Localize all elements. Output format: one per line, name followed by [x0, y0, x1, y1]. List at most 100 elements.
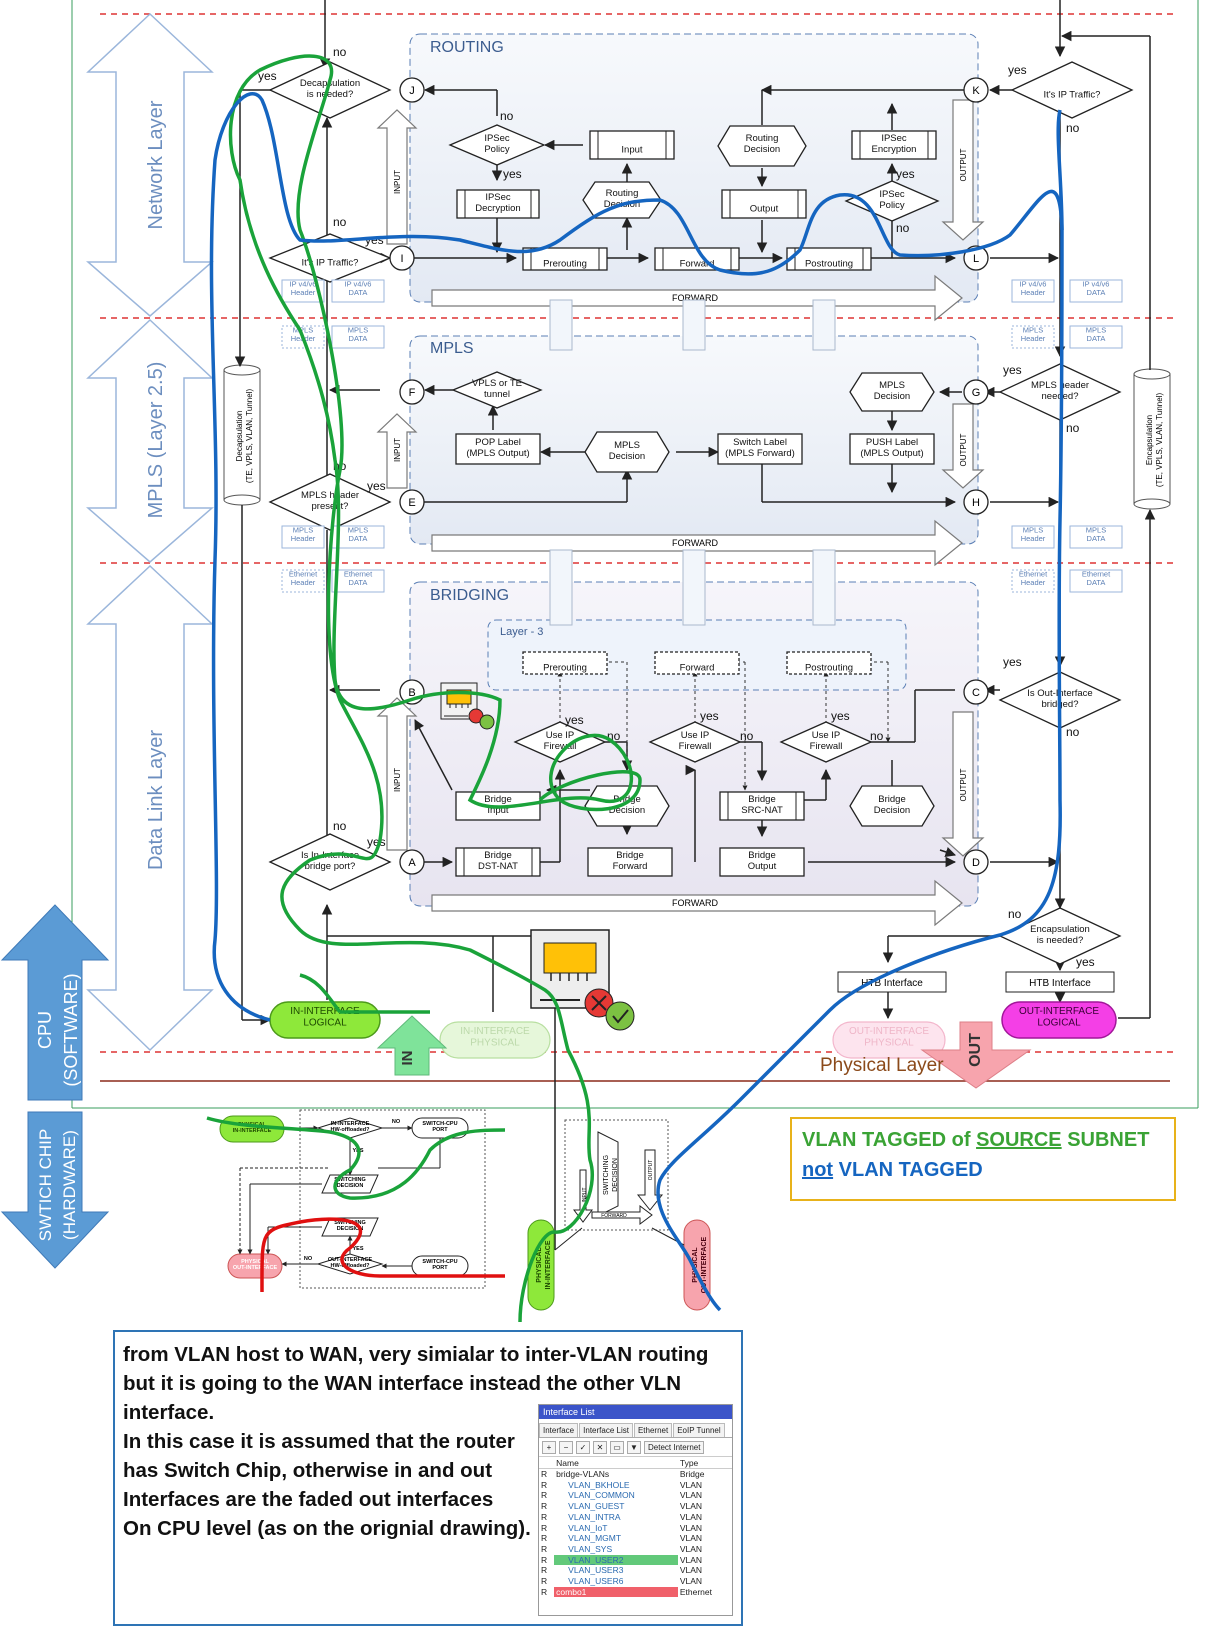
- add-icon[interactable]: +: [542, 1440, 556, 1454]
- enable-icon[interactable]: ✓: [576, 1440, 590, 1454]
- bridge-forward-bar: [431, 879, 963, 927]
- filter-icon[interactable]: ▼: [627, 1440, 641, 1454]
- big-forward-text: FORWARD: [601, 1213, 627, 1219]
- comment-icon[interactable]: ▭: [610, 1440, 624, 1454]
- row-flag: R: [541, 1479, 548, 1490]
- note-line-6: Interfaces are the faded out interfaces: [123, 1488, 494, 1511]
- note-line-2: but it is going to the WAN interface ins…: [123, 1372, 682, 1395]
- node-H-label: H: [972, 497, 980, 509]
- row-type: VLAN: [679, 1511, 703, 1522]
- input-box: [589, 130, 675, 160]
- row-name: combo1: [554, 1586, 678, 1598]
- output-text: Output: [750, 203, 779, 214]
- detect-internet-button[interactable]: Detect Internet: [644, 1440, 705, 1454]
- node-K-label: K: [972, 85, 980, 97]
- legend-line-green: VLAN TAGGED of SOURCE SUBNET: [802, 1125, 1164, 1155]
- vpls-te-diamond: [451, 371, 543, 409]
- node-D-label: D: [972, 857, 980, 869]
- mpls-output-text: OUTPUT: [959, 433, 968, 466]
- red-path: [260, 1217, 505, 1293]
- chip-no-1: NO: [392, 1119, 401, 1125]
- lbl-yes-10: yes: [1076, 955, 1095, 969]
- routing-decision-hex-2: [717, 125, 807, 167]
- col-name[interactable]: Name: [554, 1457, 678, 1469]
- mpls-layer-label: MPLS (Layer 2.5): [145, 362, 167, 519]
- bridge-input-arrow: [376, 697, 418, 851]
- row-name: bridge-VLANs: [556, 1469, 610, 1479]
- col-type[interactable]: Type: [677, 1457, 732, 1469]
- bridging-title: BRIDGING: [430, 587, 509, 604]
- row-type: VLAN: [679, 1576, 703, 1587]
- lbl-no-7: no: [1066, 121, 1080, 135]
- l3-forward-box: [654, 651, 740, 675]
- mpls-hdr-present-diamond: [268, 473, 392, 531]
- row-name: VLAN_USER3: [568, 1565, 624, 1576]
- bridge-decision-hex-1: [584, 785, 670, 827]
- tab-interface[interactable]: Interface: [539, 1423, 579, 1437]
- mpls-forward-text: FORWARD: [672, 538, 718, 548]
- node-G-label: G: [972, 387, 981, 399]
- mpls-section: [409, 335, 979, 545]
- legend-source-text: SOURCE: [976, 1129, 1062, 1151]
- encapsulation-cylinder: [1133, 368, 1171, 510]
- encap-text: Encapsulation(TE, VPLS, VLAN, Tunnel): [1145, 393, 1164, 488]
- row-type: VLAN: [679, 1543, 703, 1554]
- big-output-text: OUTPUT: [648, 1160, 654, 1181]
- tab-ethernet[interactable]: Ethernet: [633, 1423, 673, 1437]
- tab-eoip[interactable]: EoIP Tunnel: [673, 1423, 725, 1437]
- l3-forward-text: Forward: [680, 662, 715, 673]
- lbl-no-9: no: [1066, 725, 1080, 739]
- remove-icon[interactable]: −: [559, 1440, 573, 1454]
- row-name: VLAN_MGMT: [568, 1533, 622, 1544]
- disable-icon[interactable]: ✕: [593, 1440, 607, 1454]
- lbl-yes-13: yes: [831, 709, 850, 723]
- postrouting-box: [786, 247, 872, 271]
- routing-input-text: INPUT: [393, 170, 402, 194]
- ipsec-decryption-box: [456, 189, 540, 219]
- node-F: [399, 379, 425, 405]
- row-flag: R: [541, 1554, 548, 1565]
- lbl-no-2: no: [333, 215, 347, 229]
- use-ip-fw-3: [779, 721, 873, 763]
- node-B-label: B: [408, 687, 415, 699]
- note-line-4: In this case it is assumed that the rout…: [123, 1430, 515, 1453]
- legend-subnet-text: SUBNET: [1061, 1129, 1150, 1151]
- node-F-label: F: [409, 387, 416, 399]
- is-in-bridge-diamond: [268, 833, 392, 891]
- its-ip-traffic-out-diamond: [1010, 61, 1134, 119]
- explanation-note: from VLAN host to WAN, very simialar to …: [113, 1330, 743, 1626]
- tab-interface-list[interactable]: Interface List: [579, 1423, 633, 1437]
- interface-list-toolbar: + − ✓ ✕ ▭ ▼ Detect Internet: [539, 1438, 732, 1457]
